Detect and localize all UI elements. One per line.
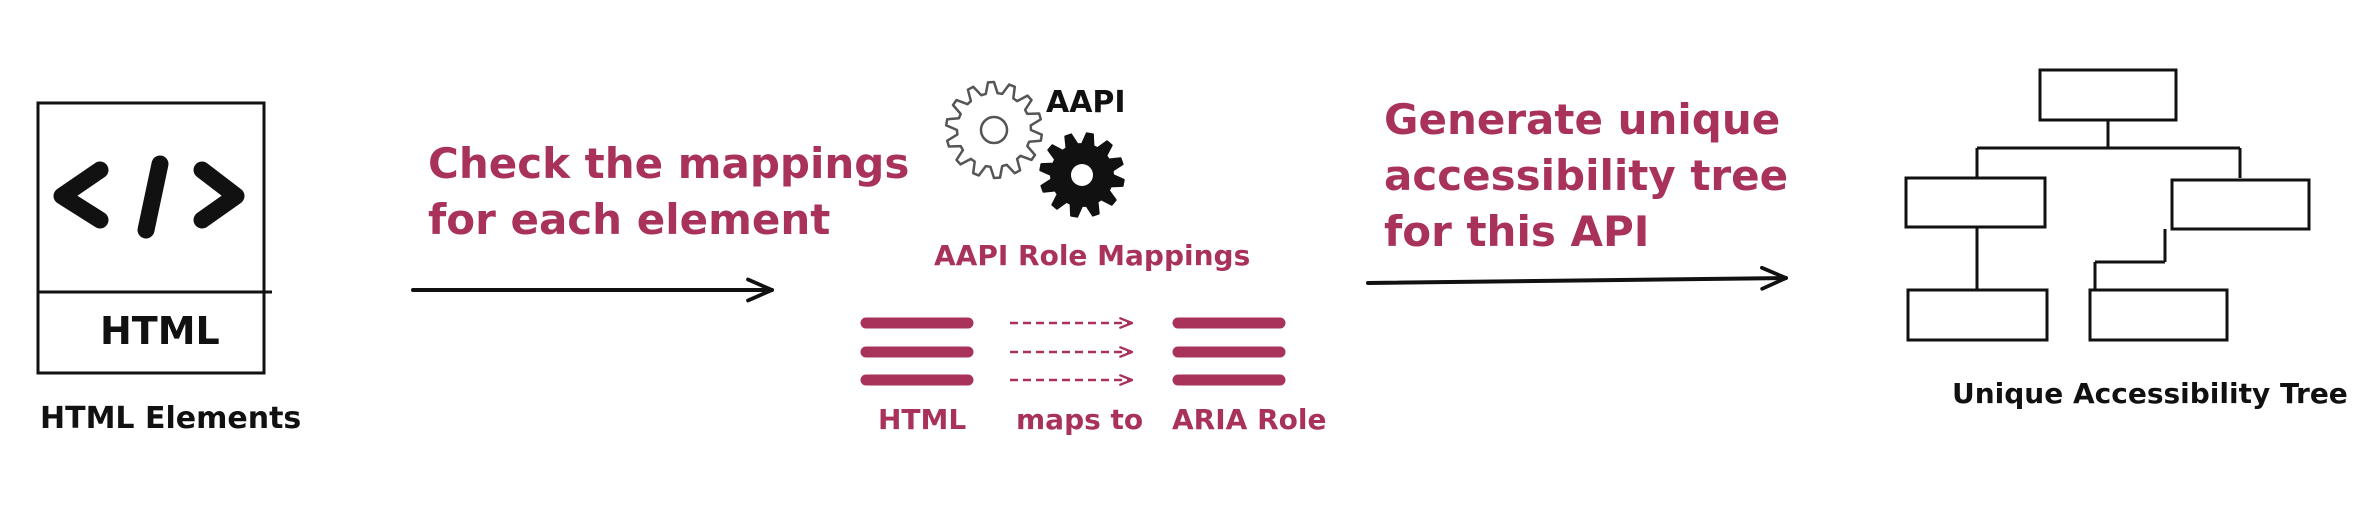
column-html-label: HTML — [878, 403, 967, 436]
code-icon — [53, 155, 245, 239]
arrow-2 — [1366, 265, 1788, 291]
tree-node-left-child — [1906, 288, 2049, 342]
html-bars — [860, 317, 974, 386]
tree-node-left — [1904, 176, 2047, 229]
arrow-2-label-line-2: accessibility tree — [1384, 151, 1789, 200]
arrow-2-label-line-3: for this API — [1384, 207, 1650, 256]
html-element-box — [36, 101, 272, 375]
aapi-role-mappings-title: AAPI Role Mappings — [934, 239, 1251, 272]
gear-solid-icon — [1039, 132, 1125, 218]
maps-to-arrows — [1010, 317, 1134, 386]
arrow-2-label-line-1: Generate unique — [1384, 95, 1781, 144]
tree-node-right-child — [2088, 288, 2229, 342]
tree-diagram — [1904, 68, 2311, 342]
html-elements-caption: HTML Elements — [40, 401, 302, 436]
column-aria-role-label: ARIA Role — [1172, 403, 1327, 436]
gear-outline-icon — [944, 80, 1044, 180]
aapi-label: AAPI — [1046, 85, 1126, 120]
arrow-1-label-line-1: Check the mappings — [428, 139, 910, 188]
column-maps-to-label: maps to — [1016, 403, 1144, 436]
aria-bars — [1172, 317, 1286, 386]
tree-node-root — [2038, 68, 2178, 122]
html-box-label: HTML — [100, 309, 220, 353]
arrow-1-label-line-2: for each element — [428, 195, 831, 244]
tree-caption: Unique Accessibility Tree — [1952, 377, 2348, 410]
tree-node-right — [2170, 178, 2311, 231]
